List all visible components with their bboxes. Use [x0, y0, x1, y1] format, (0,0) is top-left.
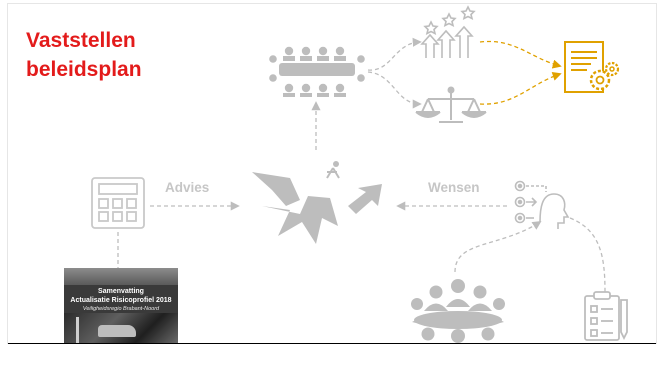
- report-title-line-1: Samenvatting: [98, 288, 144, 295]
- line-person-to-clipboard: [569, 217, 606, 293]
- report-subtitle: Veiligheidsregio Brabant-Noord: [82, 306, 160, 312]
- slide-bottom-border: [8, 343, 656, 344]
- rising-stars-icon: [420, 5, 476, 58]
- scales-icon: [415, 86, 487, 123]
- group-meeting-icon: [411, 279, 505, 343]
- clipboard-checklist-icon: [584, 291, 628, 341]
- report-cover-text: Samenvatting Actualisatie Risicoprofiel …: [64, 287, 178, 313]
- arrow-scales-to-document: [479, 71, 562, 105]
- arrow-meeting-to-stars: [367, 37, 422, 71]
- label-advies: Advies: [165, 180, 210, 195]
- arrow-stars-to-document: [479, 40, 562, 69]
- collision-icon: [252, 161, 382, 244]
- meeting-table-icon: [269, 46, 365, 97]
- connector-arrows: [117, 37, 606, 293]
- target-person-icon: [514, 180, 570, 229]
- slide-title: Vaststellen beleidsplan: [26, 26, 142, 84]
- calculator-icon: [91, 177, 145, 229]
- report-photo-pole: [76, 317, 79, 343]
- arrow-group-to-person: [454, 221, 542, 273]
- report-title-line-2: Actualisatie Risicoprofiel 2018: [70, 297, 172, 304]
- label-wensen: Wensen: [428, 180, 480, 195]
- report-photo-vehicle: [98, 325, 136, 337]
- report-cover-image: Samenvatting Actualisatie Risicoprofiel …: [64, 268, 178, 343]
- arrow-meeting-to-scales: [367, 71, 422, 109]
- title-line-2: beleidsplan: [26, 58, 142, 81]
- title-line-1: Vaststellen: [26, 29, 136, 52]
- policy-document-gear-icon: [564, 41, 620, 93]
- report-photo-sky: [64, 268, 178, 285]
